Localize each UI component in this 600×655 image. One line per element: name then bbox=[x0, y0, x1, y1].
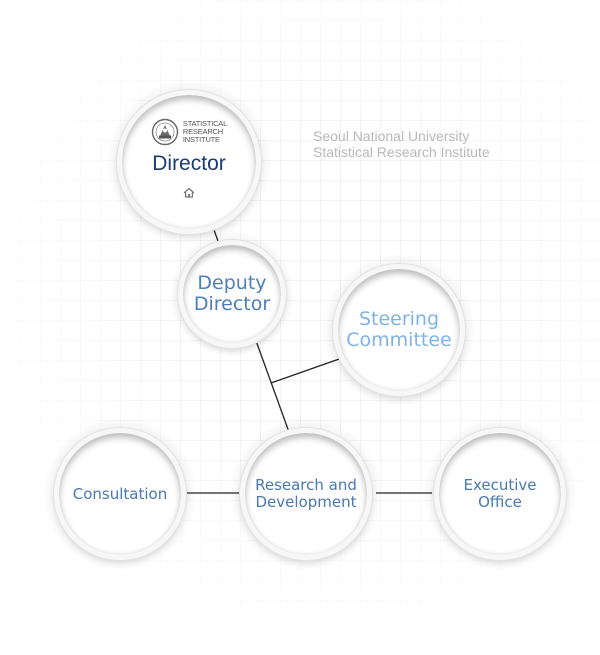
steering-committee-label: Steering Committee bbox=[346, 307, 452, 352]
institute-emblem-icon bbox=[151, 118, 179, 145]
steering-committee-node[interactable]: Steering Committee bbox=[333, 264, 465, 396]
deputy-director-label: Deputy Director bbox=[193, 271, 271, 316]
deputy-director-node[interactable]: Deputy Director bbox=[178, 240, 286, 348]
connector-deputy-branch bbox=[254, 337, 290, 433]
steering-committee-line-1: Steering bbox=[358, 307, 440, 330]
director-node[interactable]: STATISTICAL RESEARCH INSTITUTE Director bbox=[117, 90, 261, 234]
research-and-development-label: Research and Development bbox=[255, 477, 357, 511]
consultation-node[interactable]: Consultation bbox=[54, 428, 186, 560]
executive-office-line-1: Executive bbox=[463, 476, 537, 495]
research-and-development-line-2: Development bbox=[255, 493, 357, 511]
deputy-director-line-1: Deputy bbox=[197, 271, 267, 294]
consultation-label: Consultation bbox=[72, 484, 168, 503]
steering-committee-line-2: Committee bbox=[346, 329, 452, 351]
executive-office-label: Executive Office bbox=[463, 477, 536, 511]
research-and-development-line-1: Research and bbox=[255, 476, 357, 495]
deputy-director-line-2: Director bbox=[193, 293, 271, 315]
executive-office-line-2: Office bbox=[478, 493, 522, 511]
logo-text-line-3: INSTITUTE bbox=[182, 134, 220, 144]
institute-line-1: Seoul National University bbox=[313, 128, 470, 144]
institute-logo: STATISTICAL RESEARCH INSTITUTE bbox=[151, 118, 227, 146]
logo-text-line-2: RESEARCH bbox=[182, 126, 223, 136]
director-label: Director bbox=[152, 151, 226, 175]
executive-office-node[interactable]: Executive Office bbox=[434, 428, 566, 560]
logo-text-line-1: STATISTICAL bbox=[182, 118, 228, 128]
connector-steering-branch bbox=[270, 357, 343, 384]
institute-name: Seoul National University Statistical Re… bbox=[313, 128, 490, 160]
institute-line-2: Statistical Research Institute bbox=[313, 144, 490, 160]
research-and-development-node[interactable]: Research and Development bbox=[240, 428, 372, 560]
home-icon[interactable] bbox=[183, 183, 195, 202]
